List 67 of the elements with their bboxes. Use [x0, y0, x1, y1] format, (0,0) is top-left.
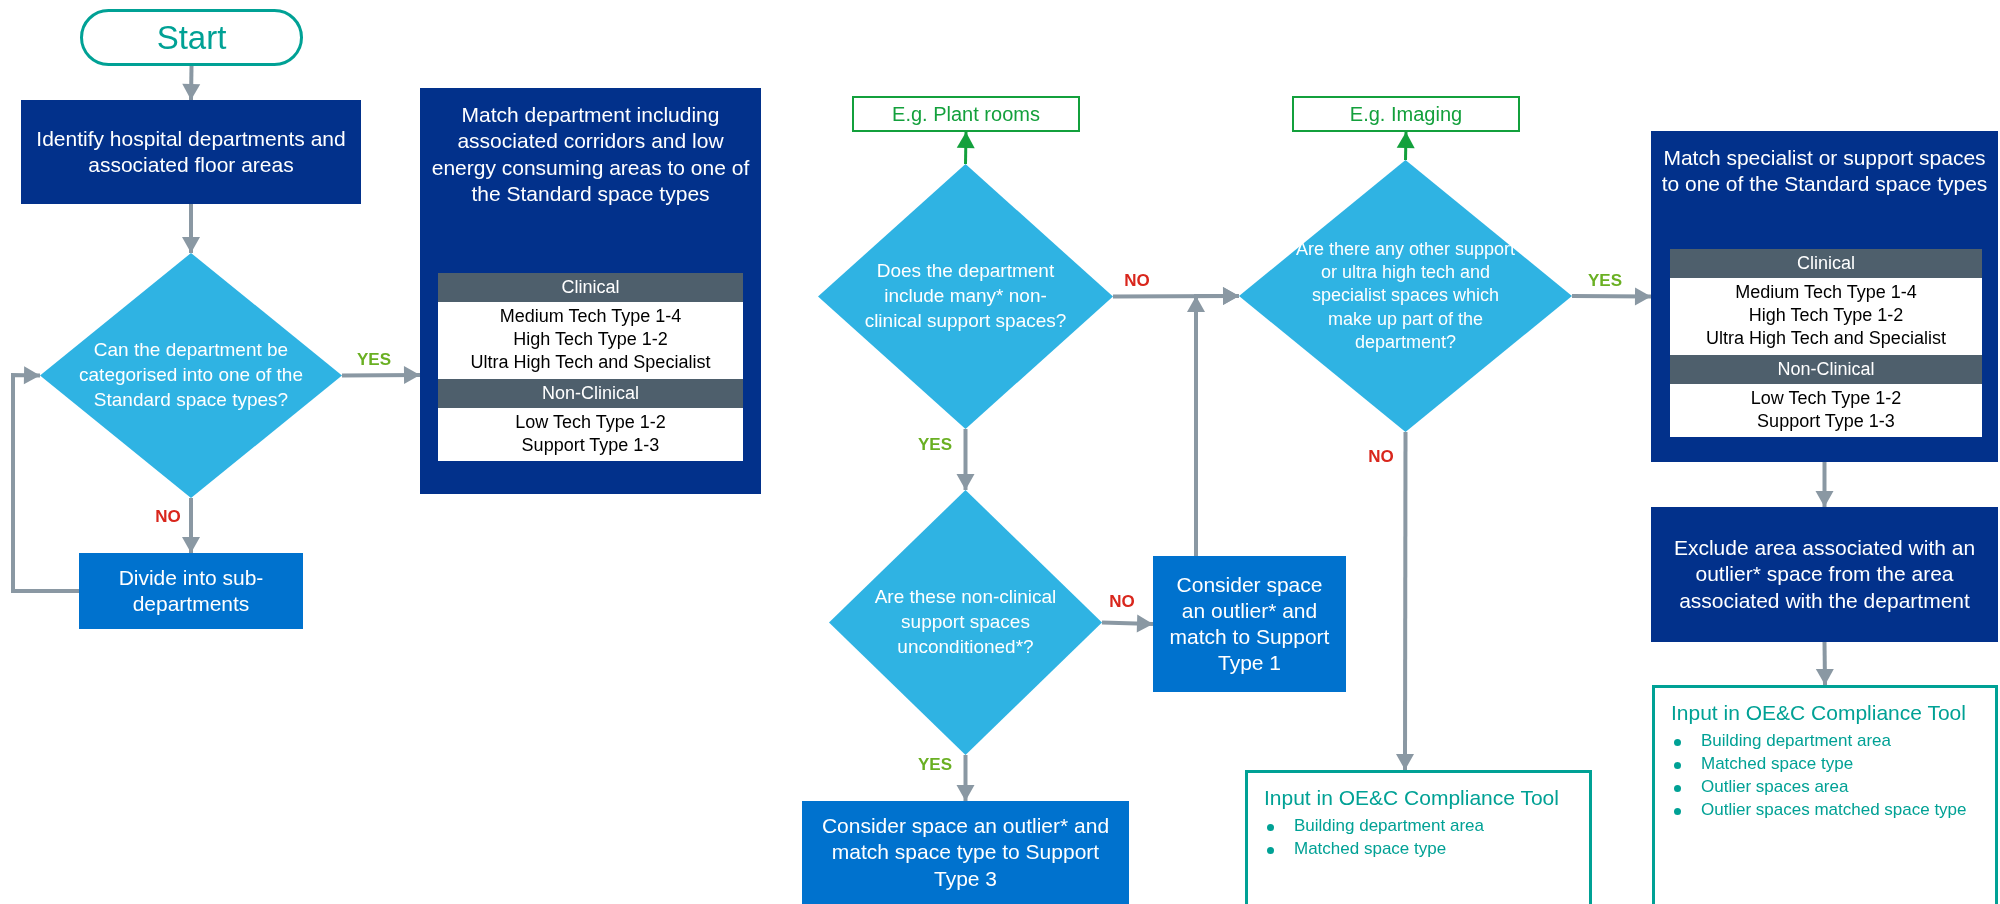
- arrow: [956, 429, 975, 490]
- process-box: [420, 88, 761, 494]
- bullet-item: Matched space type: [1671, 753, 1981, 777]
- table-cell-text: Low Tech Type 1-2: [1749, 386, 1903, 410]
- step-text: Divide into sub-departments: [117, 564, 265, 617]
- table-header: Clinical: [438, 273, 743, 302]
- arrow: [1572, 287, 1651, 306]
- decision-diamond: [829, 490, 1102, 755]
- arrow: [956, 755, 975, 801]
- process-box: [1651, 131, 1998, 462]
- decision-diamond: [818, 164, 1113, 429]
- process-box: [1651, 507, 1998, 642]
- question-text: Are there any other support or ultra high tech and specialist spaces which make up part of the department?: [1294, 237, 1517, 355]
- table-cell-text: Support Type 1-3: [1756, 409, 1896, 433]
- arrow: [1396, 432, 1414, 770]
- arrow: [182, 498, 200, 553]
- arrow: [956, 131, 975, 165]
- table-header: Non-Clinical: [1670, 354, 1982, 384]
- example-text: E.g. Plant rooms: [892, 102, 1040, 126]
- example-text: E.g. Imaging: [1349, 102, 1463, 126]
- step-text: Identify hospital departments and associated floor areas: [35, 125, 347, 178]
- arrow: [1815, 641, 1834, 686]
- arrow: [342, 366, 420, 385]
- example-box: [1292, 96, 1520, 132]
- arrow: [1187, 287, 1239, 556]
- table-cell-text: Low Tech Type 1-2: [514, 410, 667, 434]
- question-text: Can the department be categorised into one of the Standard space types?: [78, 338, 304, 412]
- output-panel: [1245, 770, 1592, 904]
- arrow: [182, 204, 200, 253]
- panel-title: Input in OE&C Compliance Tool: [1264, 785, 1560, 811]
- process-box: [21, 100, 361, 204]
- table-cell-text: High Tech Type 1-2: [512, 328, 669, 352]
- table-cell-text: Support Type 1-3: [520, 433, 661, 457]
- terminal-label: Start: [156, 18, 227, 57]
- process-box: [79, 553, 303, 629]
- panel-title: Input in OE&C Compliance Tool: [1671, 700, 1967, 726]
- process-box: [1153, 556, 1346, 692]
- bullet-item: Outlier spaces area: [1671, 776, 1981, 800]
- bullet-item: Matched space type: [1264, 838, 1575, 862]
- output-panel: [1652, 685, 1998, 904]
- example-box: [852, 96, 1080, 132]
- table-cell-text: Medium Tech Type 1-4: [1734, 280, 1918, 304]
- bullet-item: Outlier spaces matched space type: [1671, 799, 1981, 822]
- table-cell-text: Ultra High Tech and Specialist: [469, 351, 712, 375]
- decision-diamond: [1239, 160, 1572, 432]
- bullet-item: Building department area: [1264, 815, 1575, 839]
- step-text: Match department including associated corridors and low energy consuming areas to one of the Standard space types: [430, 102, 751, 207]
- decision-diamond: [40, 253, 342, 498]
- arrow: [11, 366, 79, 593]
- table-cell-text: Ultra High Tech and Specialist: [1705, 327, 1947, 351]
- start-terminal: [80, 9, 303, 66]
- table-cell-text: High Tech Type 1-2: [1747, 304, 1905, 328]
- bullet-item: Building department area: [1671, 730, 1981, 754]
- question-text: Does the department include many* non-clinical support spaces?: [863, 259, 1068, 333]
- step-text: Exclude area associated with an outlier* space from the area associated with the department: [1672, 535, 1977, 614]
- table-header: Non-Clinical: [438, 378, 743, 408]
- step-text: Consider space an outlier* and match to Support Type 1: [1168, 571, 1331, 677]
- question-text: Are these non-clinical support spaces unconditioned*?: [873, 585, 1058, 659]
- step-text: Consider space an outlier* and match space type to Support Type 3: [820, 813, 1111, 892]
- table-cell-text: Medium Tech Type 1-4: [498, 304, 683, 328]
- arrow: [1101, 614, 1154, 633]
- arrow: [1815, 462, 1834, 507]
- arrow: [182, 65, 201, 101]
- step-text: Match specialist or support spaces to one of the Standard space types: [1661, 145, 1988, 198]
- arrow: [1396, 131, 1415, 161]
- process-box: [802, 801, 1129, 904]
- table-header: Clinical: [1670, 249, 1982, 278]
